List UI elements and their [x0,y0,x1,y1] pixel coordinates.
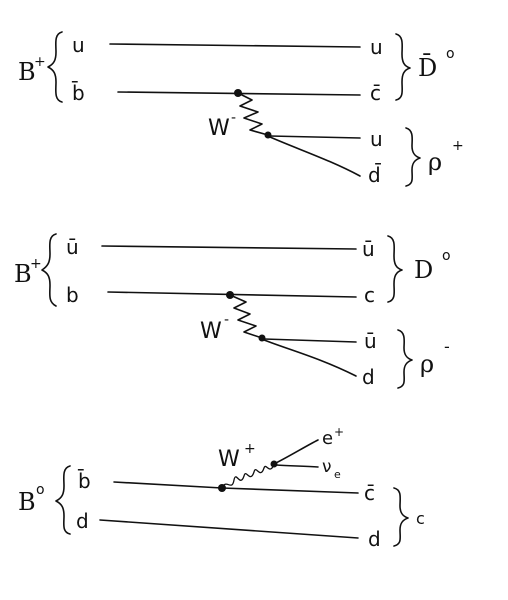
d3-heavy-quark-line [113,481,359,494]
d2-product-meson-charge: - [444,337,450,356]
diagram-2: B + ū b W - ū c D o ū d ρ - [14,233,451,389]
d2-right-brace [387,235,403,303]
d1-product-meson-label: ρ [428,148,442,176]
diagram-1: B + u b̄ W - u c̄ D̄ o u d̄ ρ + [18,31,464,187]
d1-meson-in-charge: + [34,54,46,70]
d1-right-brace [395,33,411,101]
d1-product-meson-charge: + [452,138,464,154]
d3-boson-label: W [218,447,240,472]
d3-quark-in-top: b̄ [78,468,91,493]
d1-meson-in-label: B [18,58,36,86]
d1-w-boson-line [237,92,269,136]
d3-product-bottom: ν [322,457,332,477]
d3-product-bottom-subscript: e [334,468,341,481]
d3-left-brace [55,465,71,535]
d2-product-top: ū [364,329,377,353]
d3-boson-charge: + [244,441,256,457]
d2-meson-out-charge: o [442,248,451,264]
d2-quark-out-bottom: c [364,283,375,307]
diagram-3: B o b̄ d W + e + ν e c̄ d c [18,425,425,551]
d3-meson-in-label: B [18,488,36,516]
d3-quark-out-bottom: d [368,527,381,551]
d2-boson-charge: - [224,312,229,328]
d1-spectator-line [109,43,361,48]
d3-quark-in-bottom: d [76,509,89,533]
d3-right-brace [393,487,409,547]
d2-quark-out-top: ū [362,237,375,261]
d1-product-line-top [269,135,361,139]
d1-left-brace [47,31,63,103]
d2-product-line-bottom [263,339,357,377]
d2-meson-in-charge: + [30,256,42,272]
d1-meson-out-charge: o [446,46,455,62]
d2-meson-in-label: B [14,260,32,288]
d1-product-top: u [370,127,383,151]
d2-quark-in-bottom: b [66,283,79,307]
d2-left-brace [41,233,57,307]
d3-product-line-top [273,439,319,465]
d3-product-top-charge: + [334,425,344,439]
d1-quark-in-top: u [72,33,85,57]
d3-product-line-bottom [275,464,319,468]
d2-boson-label: W [200,319,222,344]
d2-rho-brace [397,329,413,389]
d2-spectator-line [101,245,357,250]
d1-quark-out-bottom: c̄ [370,81,381,105]
d3-w-boson-line [221,463,275,489]
d3-spectator-line [99,519,359,539]
d3-product-top: e [322,428,333,449]
d2-quark-in-top: ū [66,235,79,259]
d3-meson-in-charge: o [36,482,45,498]
d3-quark-out-top: c̄ [364,481,375,505]
d1-meson-out-label: D̄ [418,54,437,82]
d1-quark-out-top: u [370,35,383,59]
d1-product-bottom: d̄ [368,162,381,187]
d1-quark-in-bottom: b̄ [72,80,85,105]
d1-rho-brace [405,127,421,187]
d2-product-meson-label: ρ [420,350,434,378]
d2-meson-out-label: D [414,256,433,284]
d2-product-bottom: d [362,365,375,389]
d3-out-label: c [416,509,425,528]
d2-w-boson-line [229,294,263,339]
d1-product-line-bottom [269,136,361,177]
d1-boson-charge: - [231,110,236,126]
d1-boson-label: W [208,116,230,141]
d2-product-line-top [263,338,357,343]
